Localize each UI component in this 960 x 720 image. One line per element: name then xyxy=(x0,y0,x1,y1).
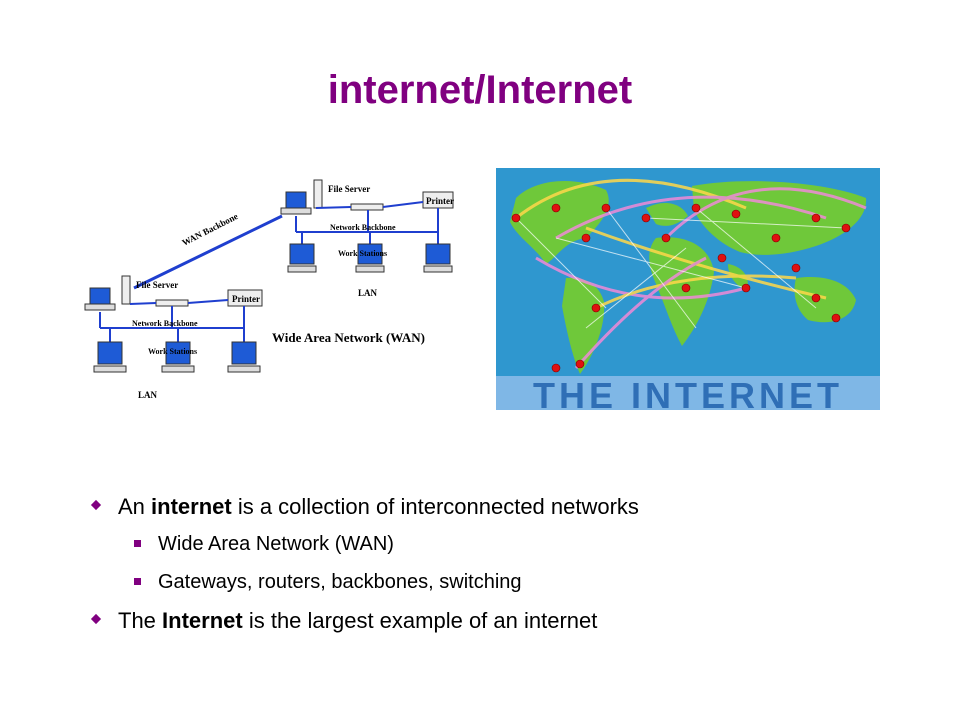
network-backbone-bottom-label: Network Backbone xyxy=(132,319,198,328)
network-backbone-top-label: Network Backbone xyxy=(330,223,396,232)
file-server-top-label: File Server xyxy=(328,184,370,194)
square-bullet-icon xyxy=(134,578,141,585)
sub-bullet-item: Wide Area Network (WAN) xyxy=(92,532,912,570)
bullet-item: The Internet is the largest example of a… xyxy=(90,608,912,646)
square-bullet-icon xyxy=(134,540,141,547)
work-stations-top-label: Work Stations xyxy=(338,249,387,258)
printer-bottom-label: Printer xyxy=(232,294,260,304)
bullet-list: An internet is a collection of interconn… xyxy=(90,494,912,646)
file-server-bottom-label: File Server xyxy=(136,280,178,290)
bottom-lan: File Server Printer Network Backbone Wor… xyxy=(84,275,263,400)
bullet-bold-term: Internet xyxy=(162,608,243,633)
printer-top-label: Printer xyxy=(426,196,454,206)
top-lan: File Server Printer Network Backbone Wor… xyxy=(280,179,454,298)
sub-bullet-text: Gateways, routers, backbones, switching xyxy=(158,571,522,593)
bullet-text-after: is the largest example of an internet xyxy=(242,608,598,633)
sub-bullet-item: Gateways, routers, backbones, switching xyxy=(92,570,912,608)
work-stations-bottom-label: Work Stations xyxy=(148,347,197,356)
slide-title: internet/Internet xyxy=(327,68,633,112)
wan-title-label: Wide Area Network (WAN) xyxy=(272,330,425,345)
diamond-bullet-icon xyxy=(90,499,102,511)
internet-banner-text: THE INTERNET xyxy=(533,375,843,410)
bullet-bold-term: internet xyxy=(151,494,232,519)
bullet-text-before: An xyxy=(118,494,152,519)
internet-map-image: THE INTERNET xyxy=(496,168,880,410)
bullet-text-after: is a collection of interconnected networ… xyxy=(231,494,639,519)
sub-bullet-text: Wide Area Network (WAN) xyxy=(158,533,394,555)
bullet-text-before: The xyxy=(118,608,163,633)
lan-bottom-label: LAN xyxy=(138,390,158,400)
diamond-bullet-icon xyxy=(90,613,102,625)
bullet-item: An internet is a collection of interconn… xyxy=(90,494,912,532)
wan-diagram: WAN Backbone File Server Printer Network… xyxy=(76,176,472,408)
lan-top-label: LAN xyxy=(358,288,378,298)
